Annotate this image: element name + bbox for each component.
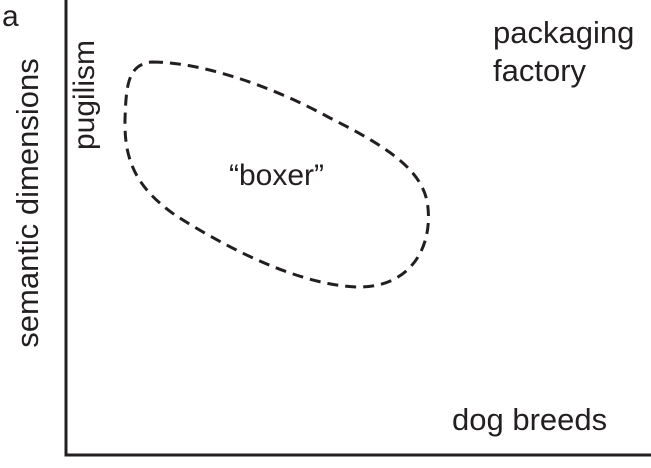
panel-letter: a xyxy=(2,0,19,33)
dog-breeds-label: dog breeds xyxy=(452,402,608,437)
packaging-label-line: packaging xyxy=(493,15,635,50)
boxer-cluster-outline xyxy=(123,60,430,289)
pugilism-label: pugilism xyxy=(68,39,101,151)
packaging-factory-label: packaging factory xyxy=(493,14,634,90)
boxer-cluster-label: “boxer” xyxy=(229,159,325,192)
factory-label-line: factory xyxy=(493,53,587,88)
y-axis-label: semantic dimensions xyxy=(10,58,45,348)
